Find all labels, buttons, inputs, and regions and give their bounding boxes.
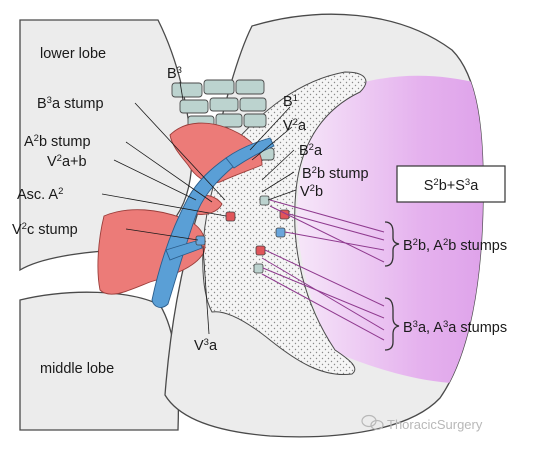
label-b3: B3 [167, 65, 182, 83]
leader-lines [101, 81, 297, 335]
label-b1: B1 [283, 93, 298, 111]
label-b3a-a3a-stumps: B3a, A3a stumps [403, 319, 507, 337]
label-v2b: V2b [300, 183, 323, 201]
segment-box [396, 165, 506, 203]
label-a2b-stump: A2b stump [24, 133, 91, 151]
target-segment [297, 75, 484, 384]
label-asc-a2: Asc. A2 [17, 186, 63, 204]
label-b2b-stump: B2b stump [302, 165, 369, 183]
stump-lines [261, 199, 385, 341]
label-b2b-a2b-stumps: B2b, A2b stumps [403, 237, 507, 255]
label-v2a: V2a [283, 117, 307, 135]
stump-braces [384, 221, 400, 351]
pulmonary-vein [151, 137, 275, 308]
label-v2c-stump: V2c stump [12, 221, 78, 239]
label-v2ab: V2a+b [47, 153, 87, 171]
label-v3a: V3a [194, 337, 218, 355]
segment-box-label: S2b+S3a [424, 177, 479, 195]
lower-lobe-label: lower lobe [40, 46, 106, 62]
label-b3a-stump: B3a stump [37, 95, 104, 113]
wechat-icon [361, 414, 384, 431]
lower-lobe [19, 19, 193, 272]
watermark: ThoracicSurgery [361, 414, 483, 432]
watermark-text: ThoracicSurgery [387, 417, 483, 432]
middle-lobe-label: middle lobe [40, 361, 114, 377]
label-b2a: B2a [299, 142, 323, 160]
